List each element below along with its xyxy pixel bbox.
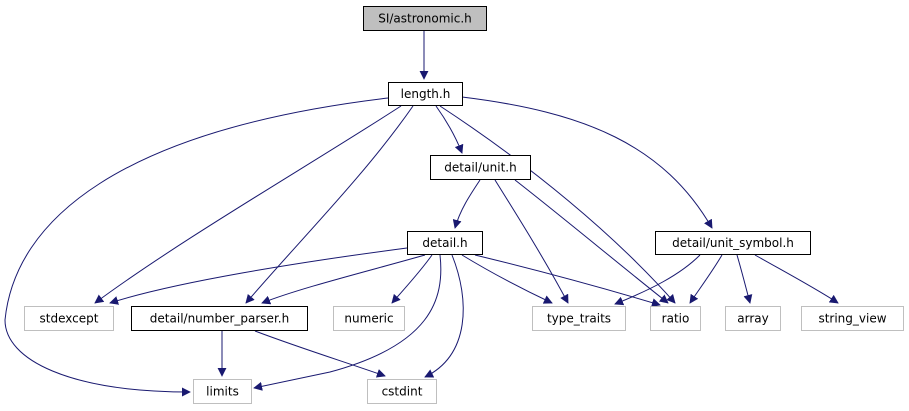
- edge-unit-to-ratio: [514, 179, 669, 304]
- edge-length-to-stdexcept: [94, 105, 402, 304]
- edge-detail-to-cstdint: [424, 254, 464, 378]
- node-label: stdexcept: [40, 312, 99, 326]
- node-box: [650, 306, 701, 331]
- node-label: length.h: [401, 87, 451, 101]
- node-label: SI/astronomic.h: [378, 12, 472, 26]
- edge-length-to-limits: [4, 97, 389, 397]
- node-box: [24, 306, 114, 331]
- edge-unit-to-detail: [452, 179, 481, 229]
- edge-detail-to-numeric: [391, 254, 433, 304]
- node-root: SI/astronomic.h: [363, 6, 487, 31]
- node-box: [333, 306, 405, 331]
- nodes: SI/astronomic.h length.h detail/unit.h deta…: [24, 6, 904, 404]
- node-unit-symbol[interactable]: detail/unit_symbol.h: [655, 231, 811, 255]
- edge-detail-to-stdexcept: [109, 247, 408, 305]
- edge-unit_symbol-to-type_traits: [614, 254, 701, 306]
- node-array: array: [725, 306, 781, 331]
- edge-detail-to-ratio: [474, 254, 661, 307]
- node-label: limits: [206, 385, 239, 399]
- edge-length-to-ratio: [439, 105, 676, 304]
- edge-detail-to-type_traits: [461, 254, 553, 304]
- node-limits: limits: [193, 379, 252, 404]
- node-box: [363, 6, 487, 31]
- node-cstdint: cstdint: [367, 379, 437, 404]
- node-label: array: [737, 312, 768, 326]
- node-label: detail/unit_symbol.h: [672, 236, 794, 250]
- node-label: detail/unit.h: [444, 161, 516, 175]
- node-string-view: string_view: [801, 306, 904, 331]
- node-box: [532, 306, 626, 331]
- node-box: [388, 82, 463, 106]
- edge-length-to-number_parser: [245, 105, 414, 304]
- edge-length-to-unit: [435, 105, 464, 154]
- edge-number_parser-to-cstdint: [254, 330, 386, 378]
- node-detail[interactable]: detail.h: [407, 231, 483, 255]
- node-label: numeric: [344, 312, 393, 326]
- node-numeric: numeric: [333, 306, 405, 331]
- edge-unit-to-type_traits: [494, 179, 569, 304]
- node-label: cstdint: [382, 385, 423, 399]
- node-box: [193, 379, 252, 404]
- node-label: detail/number_parser.h: [150, 312, 289, 326]
- node-label: string_view: [818, 312, 886, 326]
- edge-detail-to-number_parser: [261, 254, 426, 305]
- node-unit[interactable]: detail/unit.h: [430, 155, 531, 180]
- edge-detail-to-limits: [253, 254, 442, 391]
- node-stdexcept: stdexcept: [24, 306, 114, 331]
- node-box: [430, 155, 531, 180]
- node-box: [801, 306, 904, 331]
- node-box: [655, 231, 811, 255]
- edge-unit_symbol-to-ratio: [689, 254, 723, 304]
- edges: [4, 31, 839, 397]
- node-box: [367, 379, 437, 404]
- node-label: type_traits: [547, 312, 611, 326]
- node-box: [725, 306, 781, 331]
- edge-length-to-unit_symbol: [461, 96, 713, 229]
- node-length[interactable]: length.h: [388, 82, 463, 106]
- node-type-traits: type_traits: [532, 306, 626, 331]
- node-box: [407, 231, 483, 255]
- node-number-parser[interactable]: detail/number_parser.h: [131, 306, 308, 331]
- edge-unit_symbol-to-string_view: [754, 254, 839, 304]
- edge-unit_symbol-to-array: [736, 254, 753, 304]
- node-ratio: ratio: [650, 306, 701, 331]
- node-label: detail.h: [422, 236, 467, 250]
- node-box: [131, 306, 308, 331]
- node-label: ratio: [662, 312, 690, 326]
